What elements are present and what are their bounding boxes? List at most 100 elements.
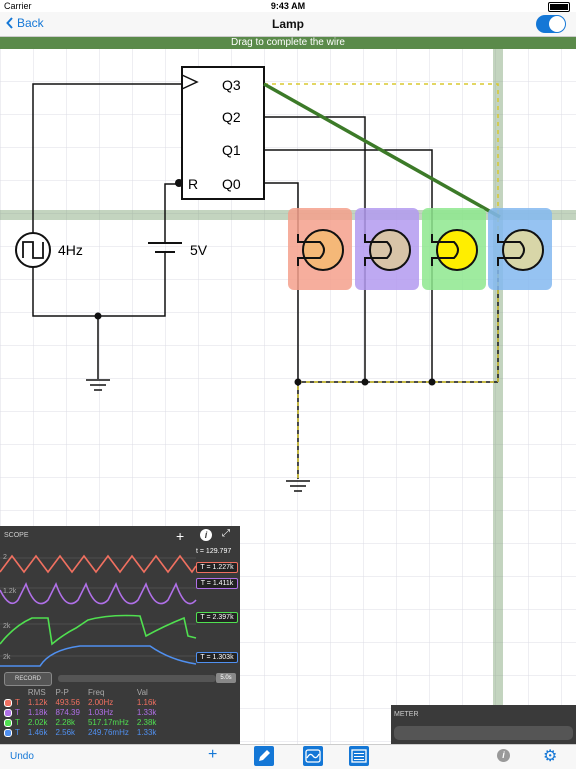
stats-header-cell: Val: [136, 688, 148, 697]
chevron-left-icon: [6, 17, 13, 29]
trace-axis-label: 2k: [3, 654, 11, 661]
battery[interactable]: [148, 242, 182, 266]
counter-q1-label: Q1: [222, 142, 241, 158]
hint-banner: Drag to complete the wire: [0, 37, 576, 49]
dragged-wire[interactable]: [263, 82, 501, 219]
undo-button[interactable]: Undo: [10, 751, 34, 762]
battery-icon: [548, 2, 570, 12]
trace-axis-label: 1.2k: [3, 588, 17, 595]
counter-q0-label: Q0: [222, 176, 241, 192]
counter-q2-label: Q2: [222, 109, 241, 125]
counter-q3-label: Q3: [222, 77, 241, 93]
lamp-2[interactable]: [355, 208, 419, 290]
bottom-toolbar: Undo + i ⚙: [0, 744, 576, 769]
vertical-guide: [493, 49, 503, 744]
info-icon[interactable]: i: [497, 749, 510, 762]
trace-2-wave: [0, 581, 197, 605]
trace-axis-label: 2: [3, 554, 7, 561]
trace-name-cell[interactable]: T: [0, 728, 24, 738]
trace-period-badge[interactable]: T = 1.303k: [196, 652, 238, 663]
source-frequency-label: 4Hz: [58, 242, 83, 258]
lamp-filament: [297, 234, 325, 266]
square-wave-icon: [22, 241, 44, 259]
junctions: [94, 179, 436, 386]
back-button[interactable]: Back: [6, 16, 44, 30]
gear-icon[interactable]: ⚙: [543, 748, 558, 765]
trace-period-badge[interactable]: T = 1.227k: [196, 562, 238, 573]
stats-cell-rms: 1.18k: [27, 708, 48, 717]
stats-cell-pp: 493.56: [55, 698, 80, 707]
add-component-button[interactable]: +: [208, 746, 218, 763]
trace-4-wave: [0, 645, 197, 667]
ground-right: [286, 480, 310, 492]
trace-3-wave: [0, 614, 197, 646]
trace-name-cell[interactable]: T: [0, 718, 24, 728]
clock: 9:43 AM: [270, 1, 306, 11]
record-timeline[interactable]: [58, 675, 216, 682]
lamps: [288, 208, 552, 290]
stats-cell-rms: 1.12k: [27, 698, 48, 707]
lamp-filament: [497, 234, 525, 266]
stats-header-cell: Freq: [87, 688, 105, 697]
trace-color-dot: [4, 708, 12, 717]
stats-header-cell: [0, 688, 24, 698]
trace-period-badge[interactable]: T = 2.397k: [196, 612, 238, 623]
info-icon[interactable]: i: [200, 529, 212, 541]
scope-header: SCOPE + i ⤢: [0, 526, 240, 546]
expand-icon[interactable]: ⤢: [222, 528, 230, 539]
lamp-1[interactable]: [288, 208, 352, 290]
stats-cell-pp: 2.28k: [55, 718, 76, 727]
trace-name-cell[interactable]: T: [0, 708, 24, 718]
trace-period-badge[interactable]: T = 1.411k: [196, 578, 238, 589]
trace-baselines: [0, 557, 196, 657]
stats-cell-pp: 2.56k: [55, 728, 76, 737]
record-duration: 5.0s: [216, 673, 236, 683]
stats-cell-val: 1.16k: [136, 698, 157, 707]
stats-cell-freq: 249.76mHz: [87, 728, 129, 737]
page-title: Lamp: [271, 17, 304, 31]
add-trace-button[interactable]: +: [176, 528, 185, 544]
record-row: RECORD 5.0s: [0, 672, 240, 686]
power-toggle[interactable]: [536, 15, 566, 33]
stats-cell-pp: 874.39: [55, 708, 80, 717]
meter-readout: [394, 726, 573, 740]
lamp-4[interactable]: [488, 208, 552, 290]
current-flow: [264, 83, 499, 479]
trace-name-cell[interactable]: T: [0, 698, 24, 708]
square-wave-source[interactable]: [15, 232, 51, 268]
list-icon[interactable]: [349, 746, 369, 766]
stats-cell-rms: 2.02k: [27, 718, 48, 727]
carrier-label: Carrier: [4, 1, 32, 11]
stats-header-cell: RMS: [27, 688, 46, 697]
record-button[interactable]: RECORD: [4, 672, 52, 686]
counter-reset-label: R: [188, 176, 198, 192]
toggle-knob: [549, 16, 565, 32]
stats-cell-freq: 1.03Hz: [87, 708, 114, 717]
pencil-icon[interactable]: [254, 746, 274, 766]
scope-title: SCOPE: [4, 532, 29, 539]
trace-color-dot: [4, 728, 12, 737]
back-label: Back: [17, 16, 44, 30]
meter-title: METER: [394, 711, 419, 718]
trace-axis-label: 2k: [3, 623, 11, 630]
stats-cell-freq: 517.17mHz: [87, 718, 129, 727]
lamp-3[interactable]: [422, 208, 486, 290]
clock-input-icon: [181, 74, 199, 90]
stats-cell-freq: 2.00Hz: [87, 698, 114, 707]
trace-color-dot: [4, 718, 12, 727]
stats-cell-rms: 1.46k: [27, 728, 48, 737]
counter-chip[interactable]: [181, 66, 265, 200]
meter-panel: METER: [391, 705, 576, 744]
stats-cell-val: 1.33k: [136, 728, 157, 737]
stats-cell-val: 1.33k: [136, 708, 157, 717]
oscilloscope-icon[interactable]: [303, 746, 323, 766]
navigation-bar: Back Lamp: [0, 12, 576, 37]
trace-color-dot: [4, 698, 12, 707]
